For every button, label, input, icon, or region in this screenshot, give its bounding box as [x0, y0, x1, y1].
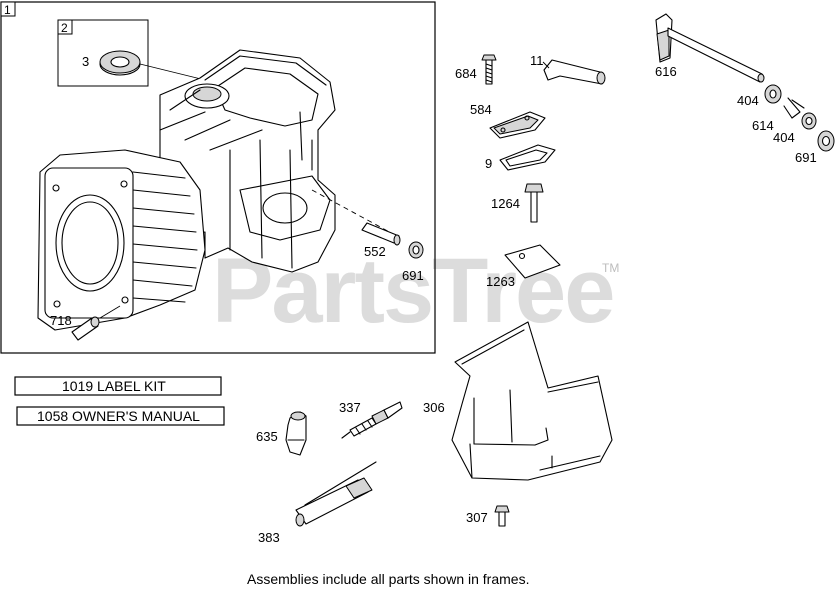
part-1263-plate-drawing[interactable]	[504, 244, 561, 279]
part-404-washer-drawing[interactable]	[764, 84, 782, 104]
callout-635[interactable]: 635	[256, 429, 278, 444]
engine-block-drawing[interactable]	[37, 49, 336, 331]
part-684-screw-drawing[interactable]	[481, 54, 497, 85]
label-kit-box[interactable]: 1019 LABEL KIT	[14, 376, 222, 396]
frame-1-label: 1	[4, 3, 11, 17]
part-3-oil-seal-drawing[interactable]	[99, 50, 206, 81]
callout-614[interactable]: 614	[752, 118, 774, 133]
footer-note: Assemblies include all parts shown in fr…	[247, 571, 529, 587]
callout-1263[interactable]: 1263	[486, 274, 515, 289]
frame-2-label: 2	[61, 21, 68, 35]
part-691-washer-2-drawing[interactable]	[817, 130, 835, 152]
callout-691-a[interactable]: 691	[402, 268, 424, 283]
callout-307[interactable]: 307	[466, 510, 488, 525]
part-307-screw-drawing[interactable]	[494, 505, 510, 527]
part-383-spark-plug-wrench-drawing[interactable]	[295, 461, 377, 527]
part-11-breather-tube-drawing[interactable]	[542, 59, 606, 85]
part-552-pin-drawing[interactable]	[361, 222, 401, 246]
owners-manual-text: 1058 OWNER'S MANUAL	[37, 408, 200, 424]
part-616-governor-shaft-drawing[interactable]	[655, 13, 765, 83]
callout-3[interactable]: 3	[82, 54, 89, 69]
callout-552[interactable]: 552	[364, 244, 386, 259]
part-404-washer-2-drawing[interactable]	[801, 112, 817, 130]
part-691-washer-drawing[interactable]	[408, 241, 424, 259]
callout-584[interactable]: 584	[470, 102, 492, 117]
callout-691-b[interactable]: 691	[795, 150, 817, 165]
label-kit-text: 1019 LABEL KIT	[62, 378, 166, 394]
watermark-trademark: TM	[602, 261, 619, 275]
part-9-gasket-drawing[interactable]	[499, 144, 556, 171]
part-718-dowel-drawing[interactable]	[71, 305, 121, 341]
callout-383[interactable]: 383	[258, 530, 280, 545]
assembly-frame-1: 1	[0, 1, 436, 354]
owners-manual-box[interactable]: 1058 OWNER'S MANUAL	[16, 406, 225, 426]
assembly-frame-2: 2	[57, 19, 149, 87]
callout-404-b[interactable]: 404	[773, 130, 795, 145]
callout-337[interactable]: 337	[339, 400, 361, 415]
assembly-guide-line	[311, 189, 396, 236]
callout-684[interactable]: 684	[455, 66, 477, 81]
callout-11[interactable]: 11	[530, 53, 544, 68]
part-1264-bolt-drawing[interactable]	[524, 183, 544, 223]
callout-9[interactable]: 9	[485, 156, 492, 171]
part-584-cover-drawing[interactable]	[489, 111, 546, 139]
callout-1264[interactable]: 1264	[491, 196, 520, 211]
part-337-spark-plug-drawing[interactable]	[341, 401, 403, 439]
callout-718[interactable]: 718	[50, 313, 72, 328]
callout-404-a[interactable]: 404	[737, 93, 759, 108]
part-635-spark-plug-boot-drawing[interactable]	[285, 411, 307, 456]
callout-616[interactable]: 616	[655, 64, 677, 79]
callout-306[interactable]: 306	[423, 400, 445, 415]
part-306-shroud-drawing[interactable]	[451, 321, 613, 481]
part-614-hitch-pin-drawing[interactable]	[783, 97, 805, 119]
